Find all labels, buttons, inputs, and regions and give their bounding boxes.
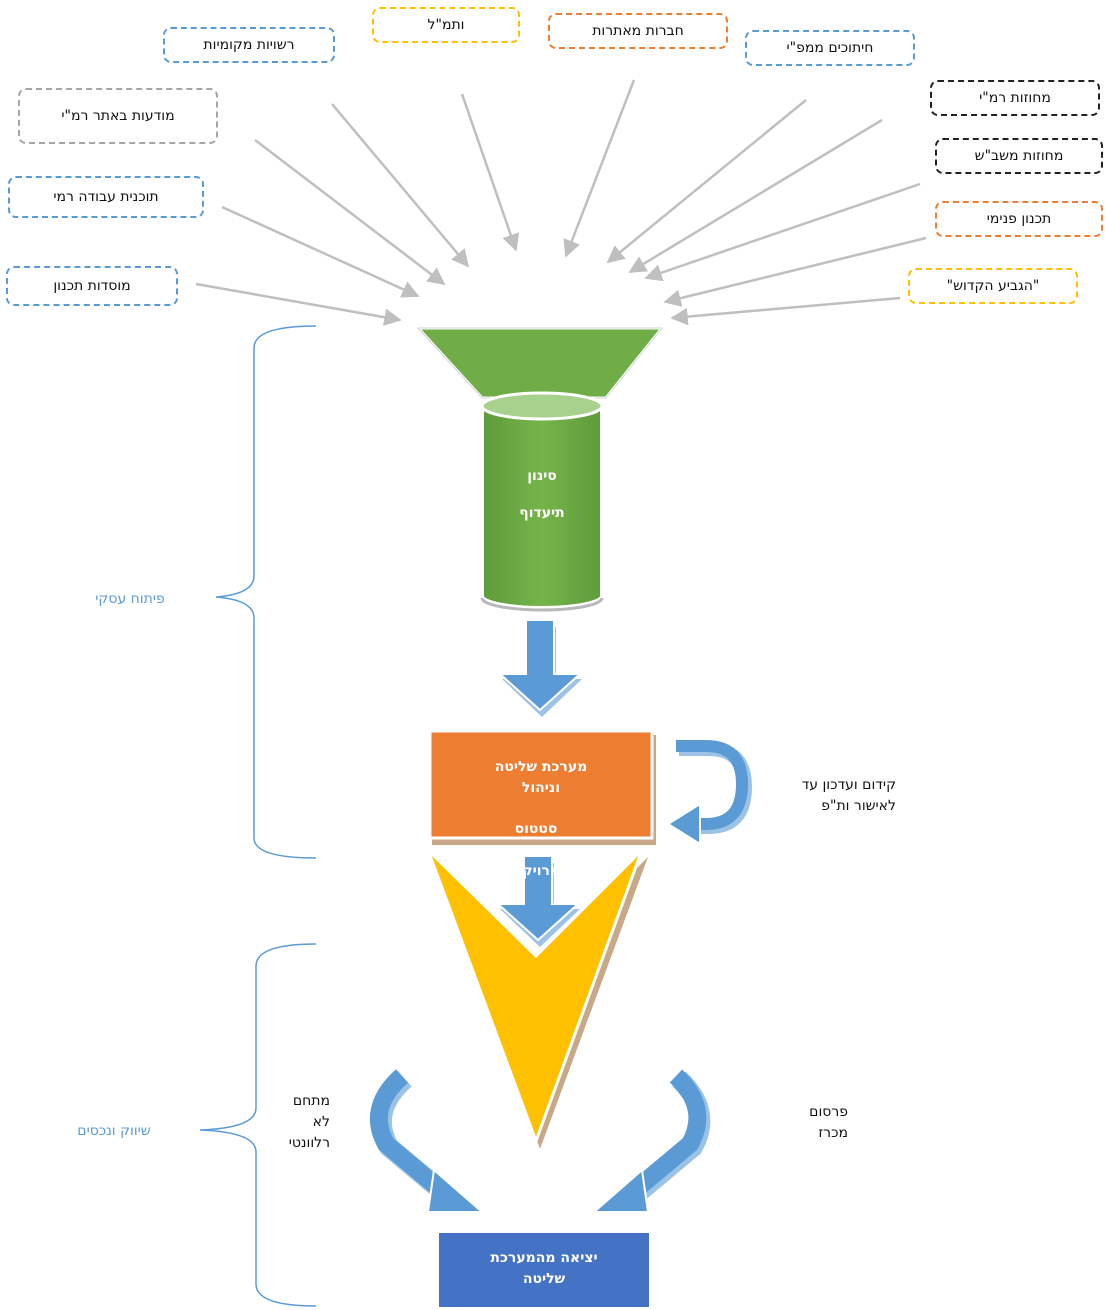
- exit-box-shape: [437, 1231, 651, 1309]
- arrow-site-companies: [563, 79, 636, 258]
- down-arrow-2: [495, 855, 581, 942]
- arrow-work-plan: [221, 205, 420, 298]
- source-site-notices: מודעות באתר רמ"י: [18, 88, 218, 144]
- source-planning-institutions: מוסדות תכנון: [6, 266, 178, 306]
- phase-business-development: פיתוח עסקי: [95, 591, 165, 607]
- arrow-ila-contracts: [628, 118, 883, 274]
- arrow-mapi-maps: [606, 99, 807, 264]
- loop-arrow: [666, 740, 753, 846]
- down-arrow-1: [497, 619, 583, 712]
- arrow-internal-planning: [663, 236, 927, 307]
- arrow-moch-contracts: [644, 182, 921, 282]
- source-holy-grail: "הגביע הקדוש": [908, 268, 1078, 304]
- source-site-companies: חברות מאתרות: [548, 13, 728, 49]
- diamond-shape: [426, 848, 644, 1146]
- control-box-shape: [428, 729, 654, 840]
- arrow-holy-grail: [670, 296, 901, 326]
- source-arrows: [195, 79, 927, 326]
- left-curved-arrow: [369, 1069, 485, 1213]
- diamond-label: סטטוס סיום פרויקט: [512, 821, 560, 879]
- funnel-label: סינון תיעדוף: [519, 468, 565, 521]
- source-moch-contracts: מחוזות משב"ש: [935, 138, 1103, 174]
- source-mapi-maps: חיתוכים ממפ"י: [745, 30, 915, 66]
- right-branch-label: פרסום מכרז: [809, 1104, 848, 1141]
- phase-marketing-assets: שיווק ונכסים: [77, 1123, 151, 1139]
- source-ila-contracts: מחוזות רמ"י: [930, 80, 1100, 116]
- source-local-authorities: רשויות מקומיות: [163, 27, 335, 63]
- source-work-plan: תוכנית עבודה רמי: [8, 176, 204, 218]
- brace-marketing-assets: [199, 943, 317, 1307]
- brace-business-development: [215, 325, 317, 859]
- loop-label: קידום ועדכון עד לאישור ות"פ: [801, 777, 896, 814]
- source-tamal: ותמ"ל: [372, 7, 520, 43]
- arrow-site-notices: [254, 139, 446, 286]
- exit-box-label: יציאה מהמערכת שליטה: [490, 1250, 598, 1287]
- arrow-tamal: [460, 93, 520, 252]
- arrow-planning-institutions: [195, 282, 402, 326]
- arrow-local-authorities: [331, 103, 470, 268]
- source-internal-planning: תכנון פנימי: [935, 201, 1103, 237]
- right-curved-arrow: [591, 1069, 711, 1213]
- funnel-shape: [414, 326, 666, 612]
- control-box-label: מערכת שליטה וניהול: [494, 759, 588, 796]
- left-branch-label: מתחם לא רלוונטי: [288, 1093, 330, 1151]
